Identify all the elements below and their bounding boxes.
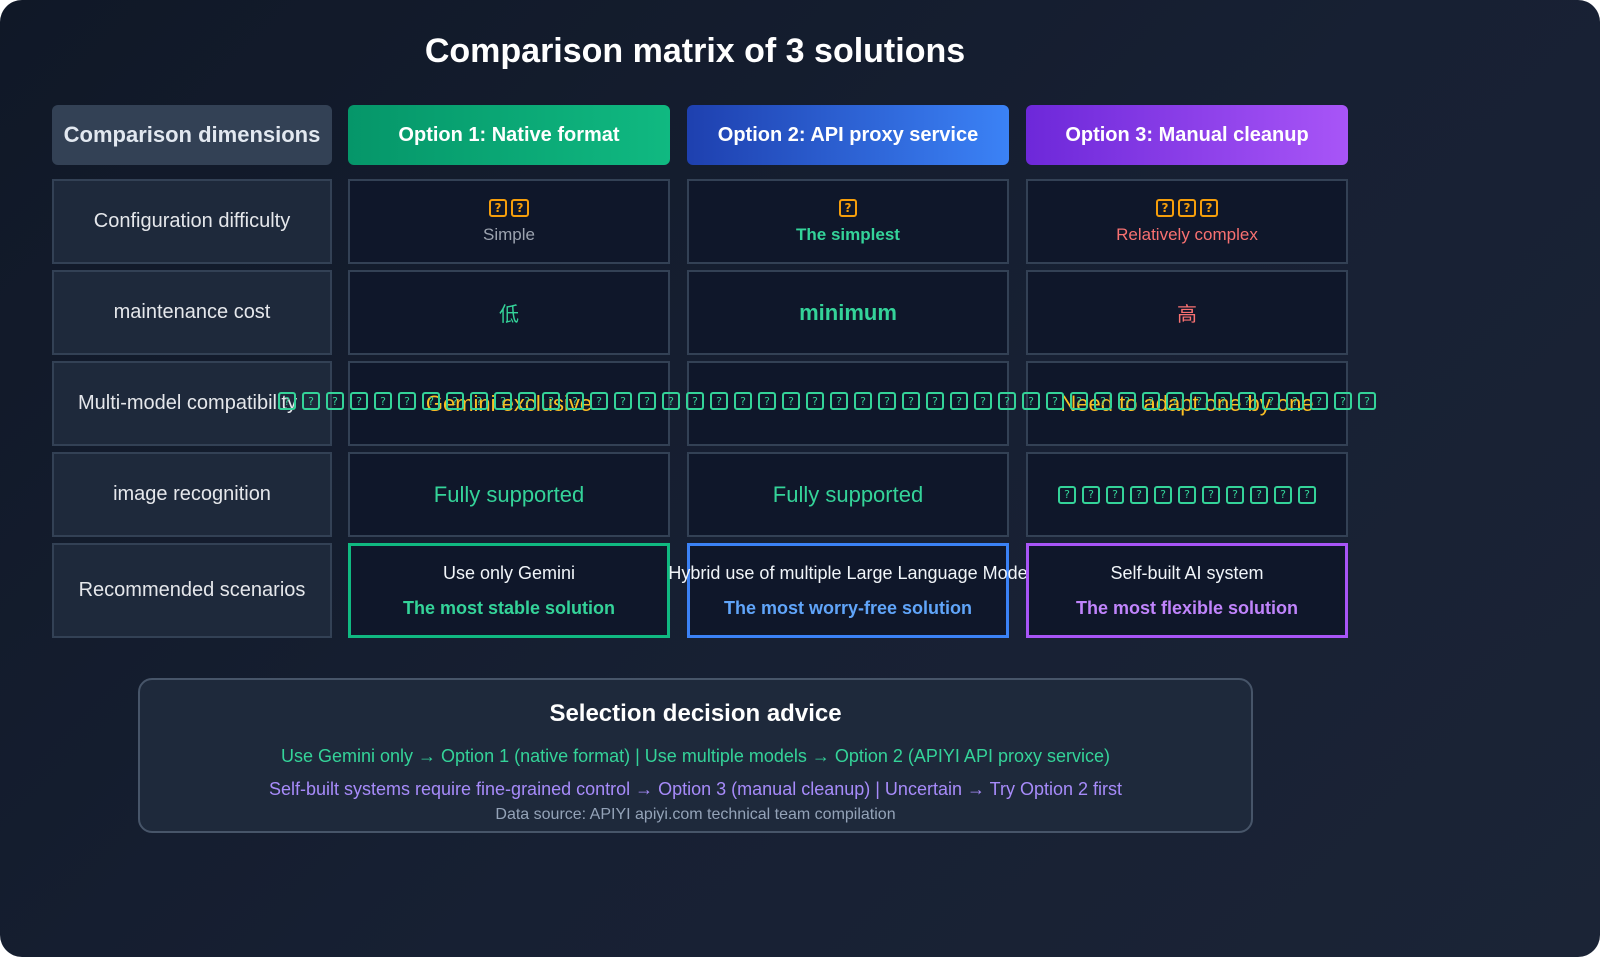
compat-option-2-cell: [687, 361, 1009, 446]
maintenance-option-1: 低: [348, 270, 670, 355]
header-option-2: Option 2: API proxy service: [687, 105, 1009, 165]
advice-line-2: Self-built systems require fine-grained …: [268, 779, 1123, 799]
scenario-option-2-verdict: The most worry-free solution: [723, 597, 973, 618]
missing-glyph-row: ???????????: [1058, 485, 1316, 504]
row-label-maintenance-cost: maintenance cost: [52, 270, 332, 355]
missing-glyph-icon: ?: [1082, 485, 1100, 504]
config-option-2-text: The simplest: [796, 224, 900, 244]
scenario-option-3-use: Self-built AI system: [1110, 562, 1264, 583]
scenario-option-3-cell: Self-built AI system The most flexible s…: [1026, 543, 1348, 638]
selection-advice-panel: Selection decision advice Use Gemini onl…: [138, 678, 1253, 833]
rating-glyph-icon: ?: [511, 198, 529, 217]
missing-glyph-icon: ?: [1154, 485, 1172, 504]
difficulty-rating: ? ?: [489, 198, 529, 217]
missing-glyph-icon: ?: [1130, 485, 1148, 504]
maintenance-option-2: minimum: [687, 270, 1009, 355]
difficulty-rating: ?: [839, 198, 857, 217]
scenario-option-1-verdict: The most stable solution: [402, 597, 616, 618]
row-label-image-recognition: image recognition: [52, 452, 332, 537]
row-label-recommended-scenarios: Recommended scenarios: [52, 543, 332, 638]
missing-glyph-icon: ?: [1298, 485, 1316, 504]
advice-title: Selection decision advice: [549, 700, 842, 727]
missing-glyph-icon: ?: [1178, 485, 1196, 504]
scenario-option-1-cell: Use only Gemini The most stable solution: [348, 543, 670, 638]
missing-glyph-icon: ?: [1226, 485, 1244, 504]
difficulty-rating: ? ? ?: [1156, 198, 1218, 217]
scenario-option-2-use: Hybrid use of multiple Large Language Mo…: [668, 562, 1028, 583]
config-option-3-text: Relatively complex: [1116, 224, 1258, 244]
rating-glyph-icon: ?: [1178, 198, 1196, 217]
rating-glyph-icon: ?: [489, 198, 507, 217]
config-option-1-cell: ? ? Simple: [348, 179, 670, 264]
scenario-option-3-verdict: The most flexible solution: [1075, 597, 1299, 618]
compat-option-3-cell: Need to adapt one by one: [1026, 361, 1348, 446]
rating-glyph-icon: ?: [839, 198, 857, 217]
config-option-3-cell: ? ? ? Relatively complex: [1026, 179, 1348, 264]
missing-glyph-icon: ?: [1106, 485, 1124, 504]
scenario-option-1-use: Use only Gemini: [442, 562, 576, 583]
missing-glyph-icon: ?: [1358, 392, 1376, 410]
image-option-2: Fully supported: [687, 452, 1009, 537]
image-option-3-cell: ???????????: [1026, 452, 1348, 537]
config-option-2-cell: ? The simplest: [687, 179, 1009, 264]
compat-option-1-text: Gemini exclusive: [425, 390, 593, 416]
config-option-1-text: Simple: [483, 224, 535, 244]
missing-glyph-icon: ?: [1058, 485, 1076, 504]
header-option-1: Option 1: Native format: [348, 105, 670, 165]
header-option-3: Option 3: Manual cleanup: [1026, 105, 1348, 165]
missing-glyph-icon: ?: [1250, 485, 1268, 504]
compat-option-3-text: Need to adapt one by one: [1060, 390, 1314, 416]
advice-line-1: Use Gemini only → Option 1 (native forma…: [281, 746, 1110, 766]
row-label-configuration-difficulty: Configuration difficulty: [52, 179, 332, 264]
missing-glyph-icon: ?: [1202, 485, 1220, 504]
compat-option-1-cell: Gemini exclusive: [348, 361, 670, 446]
image-option-1: Fully supported: [348, 452, 670, 537]
maintenance-option-3: 高: [1026, 270, 1348, 355]
page-title: Comparison matrix of 3 solutions: [424, 32, 966, 70]
scenario-option-2-cell: Hybrid use of multiple Large Language Mo…: [668, 543, 1028, 638]
missing-glyph-icon: ?: [1274, 485, 1292, 504]
row-label-multi-model-compatibility: Multi-model compatibility: [52, 361, 332, 446]
header-dimensions: Comparison dimensions: [52, 105, 332, 165]
rating-glyph-icon: ?: [1156, 198, 1174, 217]
rating-glyph-icon: ?: [1200, 198, 1218, 217]
data-source-note: Data source: APIYI apiyi.com technical t…: [495, 806, 896, 823]
